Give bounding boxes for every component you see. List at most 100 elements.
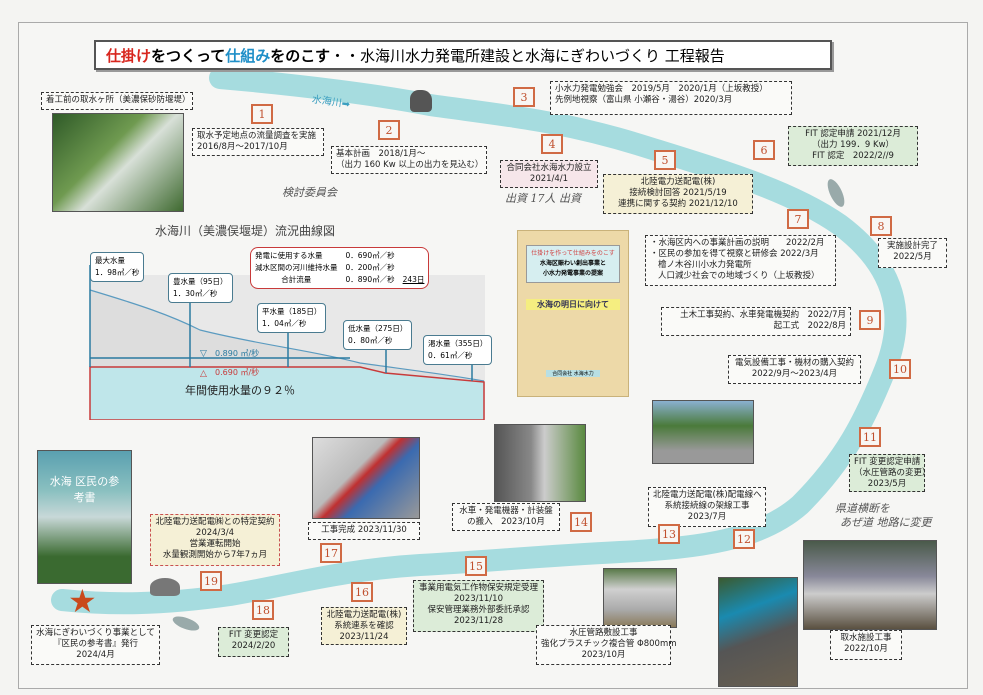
line: 電気設備工事・機材の購入契約 (734, 358, 854, 368)
line: 保安管理業務外部委託承認 (427, 605, 530, 615)
title-part: 仕組み (225, 46, 271, 65)
svg-text:△: △ (200, 369, 207, 379)
line: 合同会社水海水力設立 (506, 163, 592, 173)
label: 渇水量（355日） (428, 339, 488, 348)
intro-photo-caption: 着工前の取水ヶ所（美濃保砂防堰堤） (41, 92, 193, 110)
delivery-photo (494, 424, 586, 502)
star-icon: ★ (68, 582, 97, 620)
line: 水車・発電機器・計装盤 (459, 506, 553, 516)
step-11-box: FIT 変更認定申請（水圧管路の変更）2023/5月 (849, 454, 931, 492)
line: 北陸電力送配電(株)配電線へ (653, 490, 762, 500)
line: 2023/10月 (581, 650, 626, 660)
usage-area (89, 366, 485, 420)
brochure-subtitle: 水海の明日に向けて (526, 299, 620, 310)
line: 小水力発電勉強会 2019/5月 2020/1月（上坂教授） (555, 84, 768, 94)
drought-flow-box: 渇水量（355日）0．61㎥／秒 (423, 335, 493, 365)
step-number-17: 17 (320, 543, 342, 563)
line: の搬入 2023/10月 (467, 517, 545, 527)
label: 豊水量（95日） (173, 277, 228, 286)
usage-flow-label: 0.690 ㎥/秒 (215, 368, 260, 377)
step-number-5: 5 (654, 150, 676, 170)
step-number-2: 2 (378, 120, 400, 140)
line: 2024/4月 (76, 650, 115, 660)
line: 強化プラスチック複合管 Φ800mm (541, 639, 677, 649)
line: FIT 認定 2022/2//9 (812, 151, 894, 161)
step-number-19: 19 (200, 571, 222, 591)
value: 0．80㎥／秒 (348, 336, 393, 345)
line: 起工式 2022/8月 (773, 321, 846, 331)
line: 2023/11/24 (339, 632, 389, 642)
line: 2021/4/1 (529, 174, 569, 184)
book-title: 水海 区民の参考書 (49, 475, 120, 504)
intake-construction-photo (803, 540, 937, 630)
line: （出力 199．9 Kw） (811, 140, 895, 150)
value: 1．98㎥／秒 (95, 268, 140, 277)
line: 系統連系を確認 (334, 621, 394, 631)
line: 実施設計完了 (886, 241, 938, 251)
value: 1．04㎥／秒 (262, 319, 307, 328)
step-number-15: 15 (465, 556, 487, 576)
rock-icon (410, 90, 432, 112)
reference-book-cover: 水海 区民の参考書 (37, 450, 132, 584)
line: 系統接続線の架線工事 (664, 501, 750, 511)
annual-usage-label: 年間使用水量の９２％ (185, 384, 295, 397)
line: 接続検討回答 2021/5/19 (629, 188, 727, 198)
line: 2024/3/4 (195, 528, 235, 538)
value: 0．200㎥／秒 (345, 263, 395, 272)
brochure-publisher: 合同会社 水海水力 (546, 370, 600, 377)
line: FIT 変更認定申請 (854, 457, 921, 467)
line: 土木工事契約、水車発電機契約 2022/7月 (680, 310, 846, 320)
label: 発電に使用する水量 (255, 251, 323, 260)
step-number-7: 7 (787, 209, 809, 229)
trench-photo (718, 577, 798, 687)
chart-plot: ▽ △ (89, 265, 485, 420)
handwritten-note: 検討委員会 (282, 186, 337, 199)
title-part: ・・水海川水力発電所建設と水海にぎわいづくり 工程報告 (330, 46, 725, 65)
step-number-9: 9 (859, 310, 881, 330)
step-6-box: FIT 認定申請 2021/12月（出力 199．9 Kw）FIT 認定 202… (788, 126, 918, 166)
line: 2022/9月～2023/4月 (751, 369, 838, 379)
handwritten-note: 出資 17人 出資 (505, 192, 581, 205)
step-number-1: 1 (251, 104, 273, 124)
flow-curve (89, 289, 485, 382)
line: 工事完成 2023/11/30 (321, 525, 407, 535)
step-9-box: 土木工事契約、水車発電機契約 2022/7月起工式 2022/8月 (661, 307, 851, 336)
line: 2023/11/10 (454, 594, 503, 604)
line: 水圧管路敷設工事 (569, 628, 638, 638)
svg-text:▽: ▽ (200, 349, 207, 359)
line: 水量観測開始から7年7ヵ月 (162, 550, 268, 560)
line: 2022/10月 (844, 644, 888, 654)
label: 減水区間の河川維持水量 (255, 263, 338, 272)
line: 2023/11/28 (454, 616, 503, 626)
line: 2022/5月 (893, 252, 932, 262)
label: 低水量（275日） (348, 324, 408, 333)
step-number-3: 3 (513, 87, 535, 107)
step-number-12: 12 (733, 529, 755, 549)
label: 平水量（185日） (262, 307, 322, 316)
line: FIT 変更認定 (228, 630, 279, 640)
line: 2016/8月～2017/10月 (197, 142, 288, 152)
line: 2023/7月 (687, 512, 727, 522)
value: 0．890㎥／秒 (345, 275, 395, 284)
line: FIT 認定申請 2021/12月 (805, 129, 901, 139)
step-2-box: 基本計画 2018/1月～（出力 160 Kw 以上の出力を見込む） (331, 146, 487, 174)
step-number-14: 14 (570, 512, 592, 532)
step-3-box: 小水力発電勉強会 2019/5月 2020/1月（上坂教授）先例地視察（富山県 … (550, 81, 792, 115)
line: 先例地視察（富山県 小瀬谷・湯谷）2020/3月 (555, 95, 733, 105)
title-part: 仕掛け (106, 46, 152, 65)
handwritten-note: あぜ道 地路に変更 (840, 516, 932, 529)
line: 取水施設工事 (840, 633, 892, 643)
line: 取水予定地点の流量調査を実施 (197, 131, 317, 141)
line: 営業運転開始 (189, 539, 241, 549)
